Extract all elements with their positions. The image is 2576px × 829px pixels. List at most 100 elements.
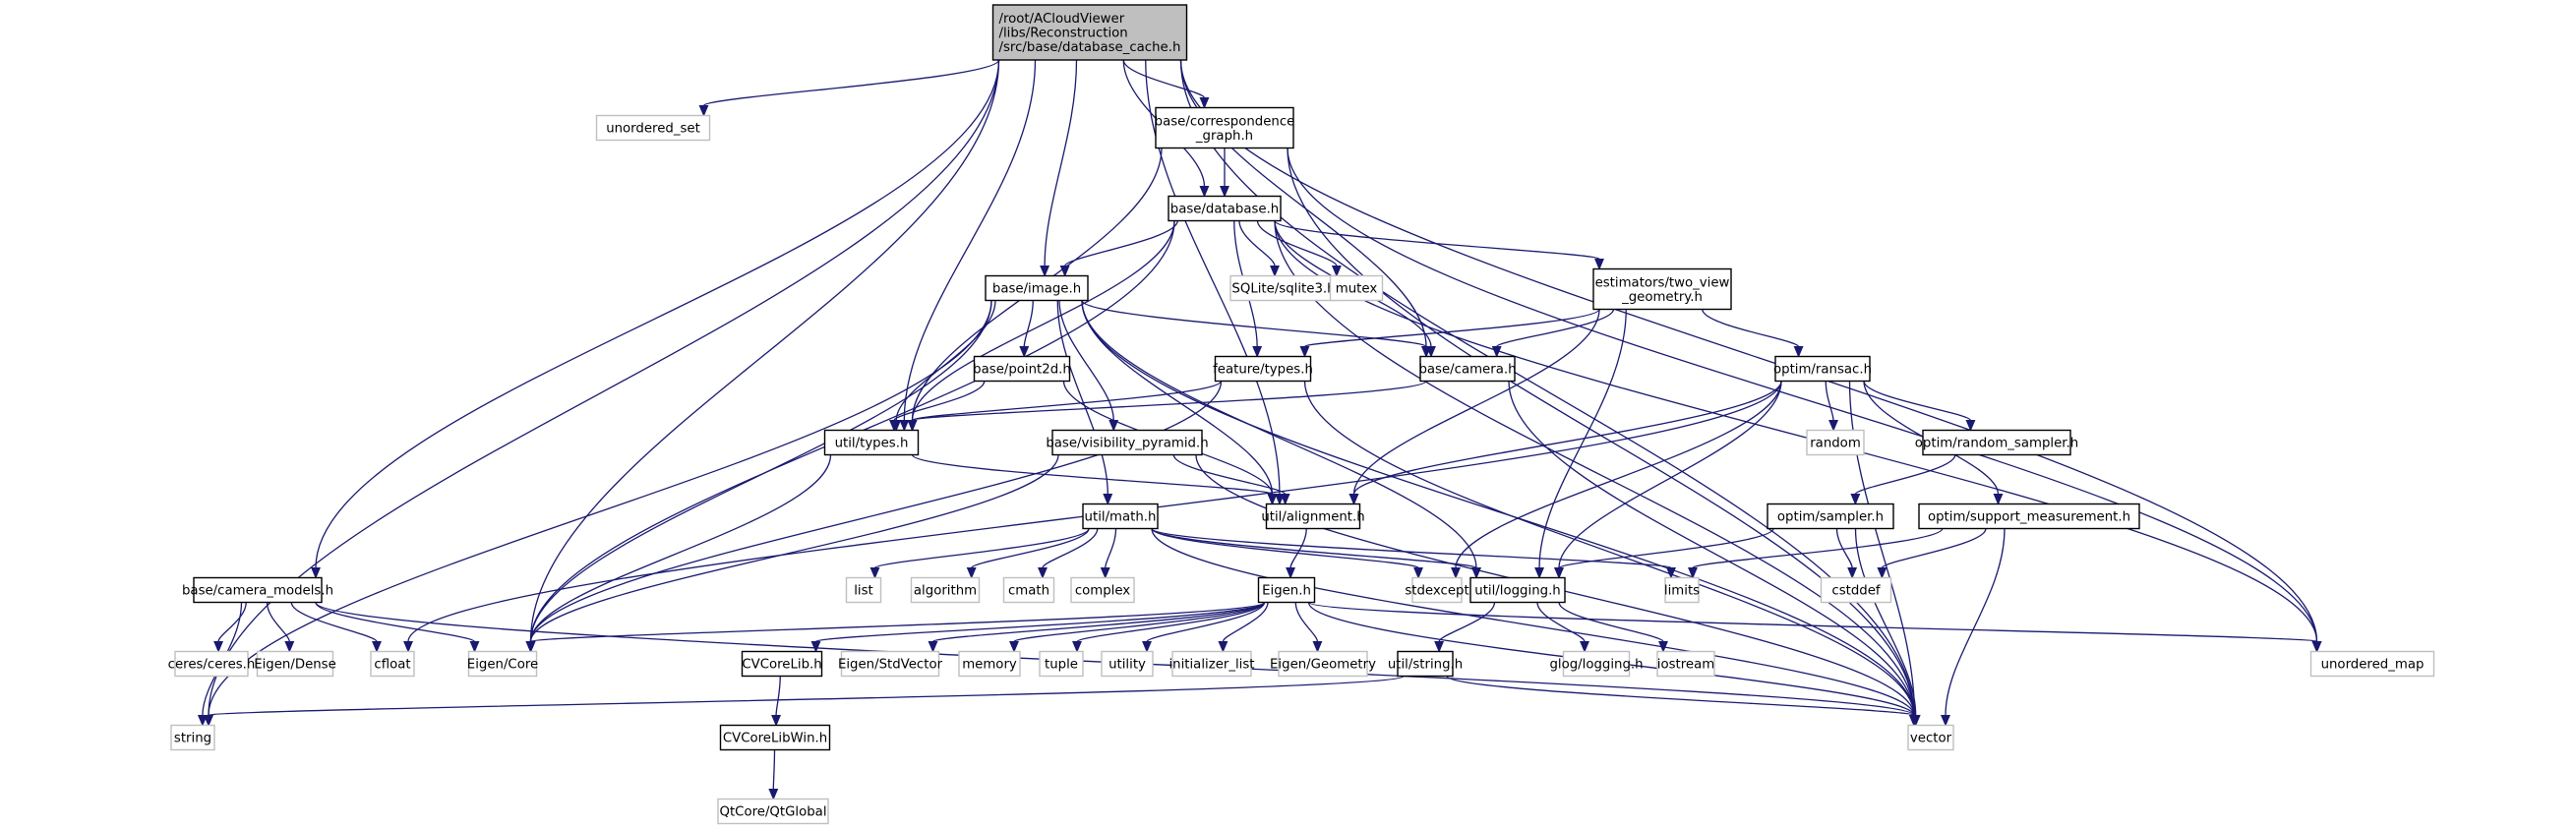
edge-camera_models-to-ceres — [213, 602, 247, 653]
node-alignment[interactable]: util/alignment.h — [1261, 503, 1365, 530]
edge-line — [1146, 602, 1266, 643]
node-utility: utility — [1101, 650, 1154, 678]
node-root[interactable]: /root/ACloudViewer/libs/Reconstruction/s… — [991, 4, 1188, 61]
node-label: /src/base/database_cache.h — [999, 40, 1181, 55]
edge-line — [1122, 59, 1206, 99]
edge-line — [1881, 528, 1987, 569]
node-box — [1767, 503, 1894, 530]
edge-eigen_h-to-initializer_list — [1218, 602, 1269, 653]
arrowhead-icon — [1451, 567, 1461, 579]
node-util-math[interactable]: util/math.h — [1082, 503, 1159, 530]
arrowhead-icon — [1828, 420, 1839, 432]
arrowhead-icon — [899, 420, 910, 432]
node-camera[interactable]: base/camera.h — [1418, 355, 1517, 383]
node-box — [741, 650, 823, 678]
arrowhead-icon — [1019, 346, 1030, 358]
arrowhead-icon — [1434, 641, 1445, 653]
arrowhead-icon — [1658, 641, 1668, 653]
node-ransac[interactable]: optim/ransac.h — [1773, 355, 1872, 383]
edge-util_string-to-string — [204, 675, 1405, 727]
node-random-sampler[interactable]: optim/random_sampler.h — [1915, 429, 2078, 456]
node-image[interactable]: base/image.h — [985, 274, 1089, 302]
node-eigen-stdvector: Eigen/StdVector — [838, 650, 943, 678]
edge-eigen_h-to-eigen_core — [525, 601, 1266, 653]
arrowhead-icon — [1965, 420, 1976, 432]
edge-line — [702, 59, 1000, 107]
edge-line — [1536, 602, 1586, 642]
node-box — [1051, 429, 1203, 456]
node-label: initializer_list — [1168, 658, 1254, 673]
node-box — [1155, 106, 1294, 149]
node-database[interactable]: base/database.h — [1168, 195, 1282, 222]
node-util-string[interactable]: util/string.h — [1388, 650, 1463, 678]
node-glog: glog/logging.h — [1549, 650, 1644, 678]
arrowhead-icon — [204, 715, 213, 727]
node-label: feature/types.h — [1213, 363, 1313, 378]
edge-line — [1151, 527, 1672, 569]
edge-line — [911, 380, 1223, 422]
node-correspondence-graph[interactable]: base/correspondence_graph.h — [1155, 106, 1295, 149]
node-support-measurement[interactable]: optim/support_measurement.h — [1918, 503, 2140, 530]
node-box — [1265, 503, 1361, 530]
node-label: base/camera.h — [1418, 363, 1516, 378]
edge-line — [911, 453, 1274, 496]
edge-line — [208, 675, 1405, 717]
node-label: base/visibility_pyramid.h — [1046, 437, 1208, 451]
edge-line — [315, 602, 476, 643]
node-label: ceres/ceres.h — [168, 658, 256, 673]
node-box — [958, 650, 1021, 678]
node-label: iostream — [1657, 658, 1714, 673]
node-box — [1664, 576, 1700, 604]
node-label: _graph.h — [1195, 129, 1253, 144]
edge-logging-to-glog — [1536, 602, 1589, 653]
edge-eigen_h-to-utility — [1142, 602, 1266, 653]
arrowhead-icon — [1594, 259, 1604, 270]
node-box — [1562, 650, 1631, 678]
node-cvcorelib[interactable]: CVCoreLib.h — [741, 650, 823, 678]
edge-line — [1151, 527, 1477, 569]
node-box — [1806, 429, 1865, 456]
node-cmath: cmath — [1002, 576, 1055, 604]
node-logging[interactable]: util/logging.h — [1469, 576, 1566, 604]
edge-two_view_geometry-to-feature_types — [1299, 308, 1600, 358]
arrowhead-icon — [869, 567, 880, 579]
edge-line — [1056, 300, 1108, 495]
node-box — [1656, 650, 1715, 678]
arrowhead-icon — [698, 105, 709, 117]
edge-ransac-to-alignment — [1348, 381, 1782, 505]
node-eigen-h[interactable]: Eigen.h — [1257, 576, 1316, 604]
node-box — [1214, 355, 1312, 383]
node-box — [595, 114, 711, 142]
arrowhead-icon — [1142, 641, 1152, 653]
node-cvcorelibwin[interactable]: CVCoreLibWin.h — [719, 724, 831, 751]
node-box — [719, 724, 831, 751]
node-camera-models[interactable]: base/camera_models.h — [182, 576, 333, 604]
node-box — [1397, 650, 1454, 678]
edge-line — [529, 59, 1000, 642]
node-string: string — [170, 724, 215, 751]
arrowhead-icon — [1331, 266, 1342, 277]
node-util-types[interactable]: util/types.h — [823, 429, 920, 456]
node-label: Eigen/Core — [467, 658, 538, 673]
node-box — [1329, 274, 1384, 302]
edge-line — [893, 381, 986, 422]
node-label: list — [854, 584, 873, 599]
edge-sampler-to-cstddef — [1835, 528, 1858, 579]
node-box — [256, 650, 334, 678]
edge-root-to-image — [1040, 59, 1078, 277]
node-two-view-geometry[interactable]: estimators/two_view_geometry.h — [1592, 267, 1732, 311]
edge-line — [217, 602, 247, 642]
node-point2d[interactable]: base/point2d.h — [973, 355, 1071, 383]
node-cstddef: cstddef — [1820, 576, 1892, 604]
edge-logging-to-util_string — [1434, 602, 1496, 653]
edge-root-to-camera_models — [311, 59, 1000, 579]
edge-line — [775, 676, 781, 716]
node-complex: complex — [1070, 576, 1135, 604]
node-visibility-pyramid[interactable]: base/visibility_pyramid.h — [1046, 429, 1209, 456]
node-feature-types[interactable]: feature/types.h — [1213, 355, 1313, 383]
node-label: base/point2d.h — [973, 363, 1071, 378]
node-sampler[interactable]: optim/sampler.h — [1767, 503, 1894, 530]
edge-util_math-to-cmath — [1037, 528, 1099, 579]
arrowhead-icon — [1554, 567, 1564, 579]
edge-root-to-correspondence_graph — [1122, 59, 1210, 109]
